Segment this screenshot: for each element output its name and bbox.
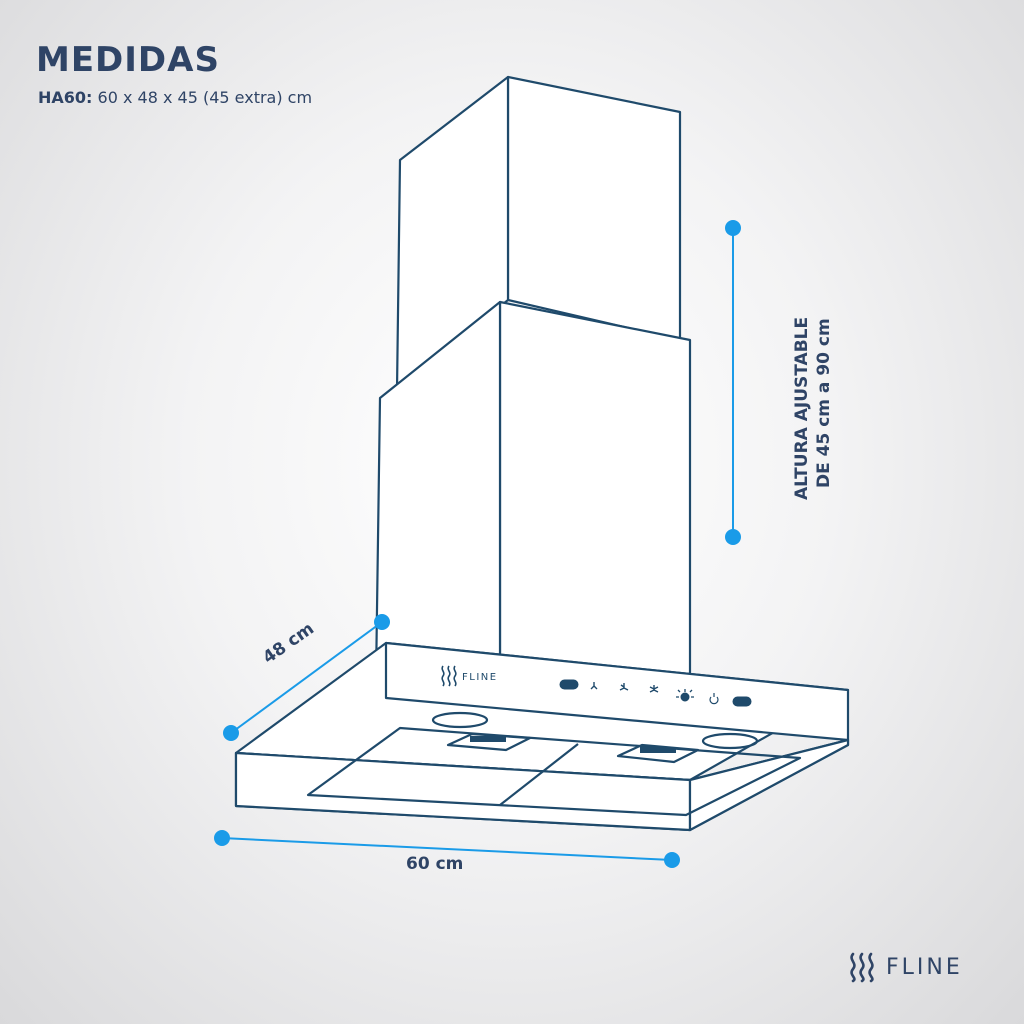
lamp-left [431,711,489,729]
height-dimension [725,220,741,545]
model-code: HA60: [38,88,93,107]
display-icon [559,679,579,690]
light-icon [676,689,694,702]
upper-chimney [395,75,682,392]
depth-label: 48 cm [259,619,317,668]
power-icon [709,693,719,705]
display-icon [732,696,752,707]
lamp-right [701,732,759,750]
brand-name: FLINE [886,954,963,980]
height-label-line1: ALTURA AJUSTABLE [792,317,812,500]
hood-brand-text: FLINE [462,672,498,683]
fan-high-icon [649,685,659,693]
height-label-line2: DE 45 cm a 90 cm [814,318,834,488]
width-label: 60 cm [406,854,463,874]
footer-brand: FLINE [846,950,963,984]
filter-handle-right [616,743,700,764]
product-subtitle: HA60: 60 x 48 x 45 (45 extra) cm [38,88,312,107]
depth-dimension [223,614,390,741]
grease-filter-tray [306,726,802,817]
fan-medium-icon [619,683,629,691]
fan-low-icon [590,682,598,690]
control-panel [559,679,752,707]
brand-logo-icon [850,952,874,983]
width-dimension [214,830,680,868]
filter-handle-left [446,732,532,752]
hood-canopy [234,641,850,832]
model-dimensions: 60 x 48 x 45 (45 extra) cm [97,88,313,107]
page-title: MEDIDAS [36,40,220,80]
hood-brand-logo [441,665,457,687]
